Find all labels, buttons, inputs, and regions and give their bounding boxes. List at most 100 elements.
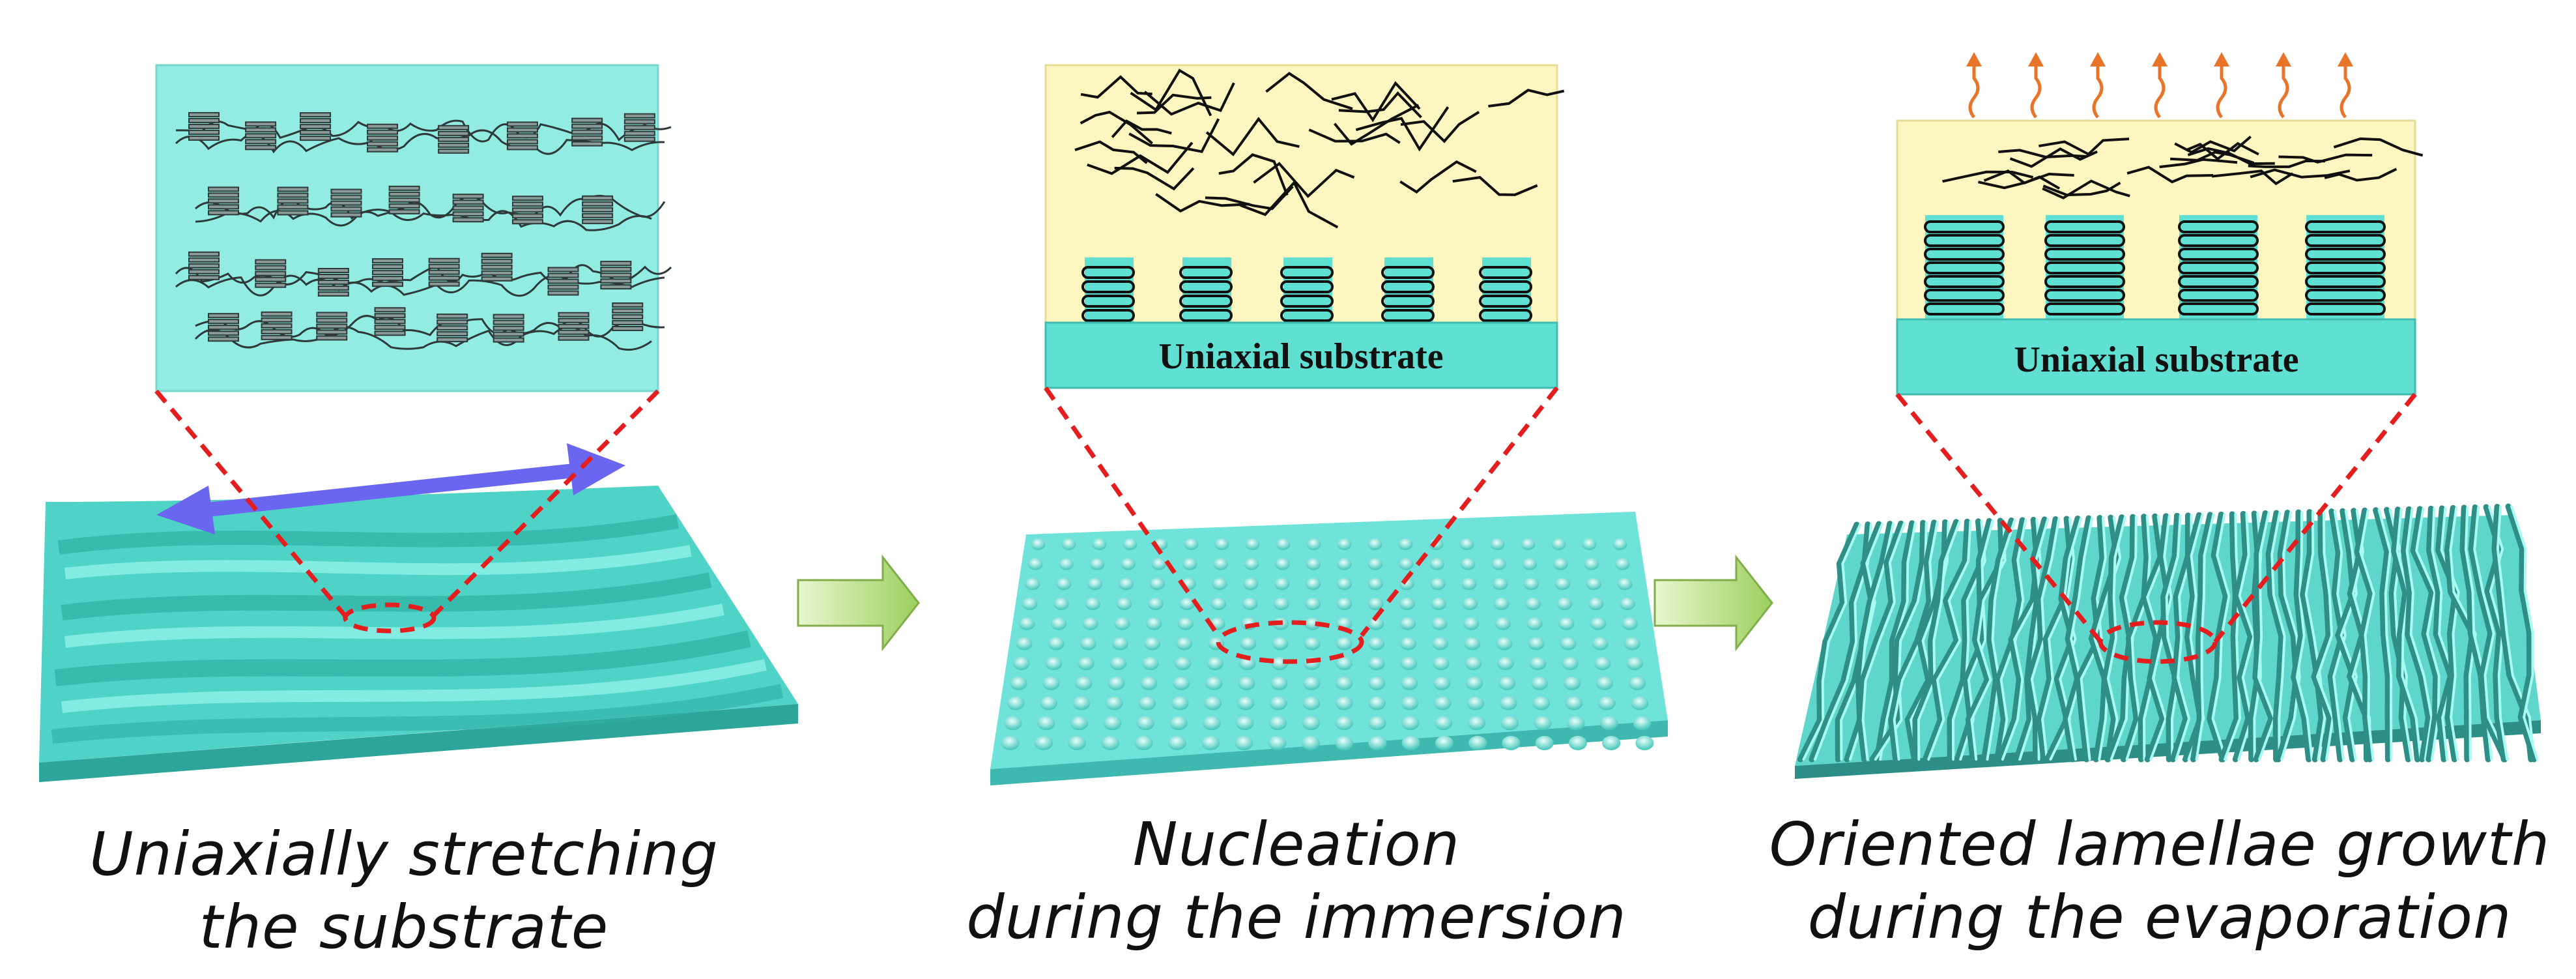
nucleus-bump [1432, 637, 1448, 650]
evaporation-arrow-icon [2338, 52, 2353, 117]
nucleus-bump [1521, 538, 1536, 550]
nucleus-bump [1525, 598, 1541, 610]
nucleus-bump [1001, 736, 1020, 750]
nucleus-bump [1633, 716, 1651, 731]
nucleus-bump [1117, 598, 1132, 610]
nucleus-bump [1552, 538, 1566, 550]
nucleus-bump [1035, 736, 1053, 750]
nucleus-bump [1562, 657, 1579, 670]
nucleus-bump [1460, 538, 1474, 550]
nucleus-bump [1075, 677, 1092, 690]
evaporation-arrow-icon [2028, 52, 2044, 117]
nucleus-bump [1493, 578, 1508, 591]
lamella-stack [2306, 215, 2384, 319]
nucleus-bump [1368, 578, 1383, 591]
nucleus-bump [1215, 538, 1229, 550]
crystal-block [189, 252, 219, 280]
nucleus-bump [1028, 558, 1043, 570]
nucleus-bump [1467, 696, 1484, 710]
nucleus-bump [1138, 696, 1156, 710]
nucleus-bump [1142, 657, 1159, 670]
nucleus-bump [1498, 677, 1515, 690]
nucleus-bump [1171, 696, 1189, 710]
nucleus-bump [1204, 696, 1222, 710]
crystal-block [482, 254, 512, 281]
nucleus-bump [1536, 736, 1554, 750]
nucleus-bump [1240, 637, 1256, 650]
nucleus-bump [1400, 637, 1416, 650]
crystal-block [513, 196, 543, 224]
nucleus-bump [1500, 696, 1517, 710]
nucleus-bump [1491, 558, 1506, 570]
nucleus-bump [1246, 538, 1260, 550]
nucleus-bump [1275, 558, 1290, 570]
nucleus-bump [1399, 598, 1415, 610]
nucleus-bump [1268, 736, 1287, 750]
evaporation-arrow-icon [2276, 52, 2291, 117]
nucleus-bump [1461, 558, 1476, 570]
substrate-label: Uniaxial substrate [1158, 336, 1443, 377]
nucleus-bump [1434, 696, 1452, 710]
nucleus-bump [1176, 637, 1192, 650]
nucleus-bump [1119, 578, 1134, 591]
crystal-block [429, 259, 459, 286]
nucleus-bump [1101, 736, 1119, 750]
nucleus-bump [1368, 696, 1386, 710]
nucleus-bump [1433, 657, 1450, 670]
crystal-block [549, 268, 579, 295]
substrate-label: Uniaxial substrate [2014, 340, 2298, 380]
nucleus-bump [1337, 578, 1352, 591]
nucleus-bump [1336, 637, 1352, 650]
nucleus-bump [1302, 716, 1320, 731]
nucleus-bump [1062, 538, 1076, 550]
nucleus-bump [1401, 716, 1419, 731]
nucleus-bump [1022, 598, 1038, 610]
evaporation-arrow-icon [2152, 52, 2168, 117]
nucleus-bump [1146, 617, 1162, 630]
wavy-substrate [39, 486, 798, 782]
nucleus-bump [1276, 538, 1291, 550]
nucleus-bump [1213, 558, 1228, 570]
caption-line: Uniaxially stretching [20, 818, 788, 891]
nucleus-bump [1368, 637, 1384, 650]
nucleus-bump [1558, 617, 1574, 630]
nucleus-bump [1201, 736, 1220, 750]
nucleus-bump [1106, 696, 1123, 710]
nucleus-bump [1496, 637, 1512, 650]
nucleus-bump [1435, 716, 1452, 731]
crystal-block [262, 312, 292, 340]
nucleus-bump [1179, 598, 1195, 610]
nucleus-bump [1173, 677, 1190, 690]
nucleus-bump [1235, 736, 1253, 750]
crystal-block [494, 315, 524, 342]
nucleus-bump [1497, 657, 1514, 670]
nucleus-bump [1184, 538, 1199, 550]
nucleus-bump [1528, 637, 1545, 650]
nucleus-bump [1093, 538, 1107, 550]
crystal-block [317, 312, 347, 340]
nucleus-bump [1083, 617, 1098, 630]
nucleus-bump [1112, 637, 1128, 650]
crystal-nucleus [1083, 257, 1134, 323]
evaporation-arrow-icon [2090, 52, 2106, 117]
nucleus-bump [1431, 617, 1447, 630]
nucleus-bump [1013, 657, 1030, 670]
nucleus-bump [1622, 617, 1637, 630]
lamella-stack [1925, 215, 2003, 319]
nucleus-bump [1463, 617, 1479, 630]
nucleus-bump [1336, 696, 1353, 710]
nucleus-bump [1368, 736, 1386, 750]
nucleus-bump [1140, 677, 1157, 690]
crystal-block [601, 261, 631, 289]
nucleus-bump [1430, 578, 1445, 591]
process-arrow [798, 557, 919, 649]
crystal-block [189, 113, 219, 140]
nucleus-bump [1600, 716, 1618, 731]
nucleus-bump [1148, 598, 1164, 610]
nucleus-bump [1178, 617, 1194, 630]
nucleus-bump [1596, 677, 1613, 690]
nucleus-bump [1464, 637, 1480, 650]
nucleus-bump [1336, 677, 1352, 690]
nucleus-bump [1602, 736, 1620, 750]
crystal-block [319, 269, 349, 296]
